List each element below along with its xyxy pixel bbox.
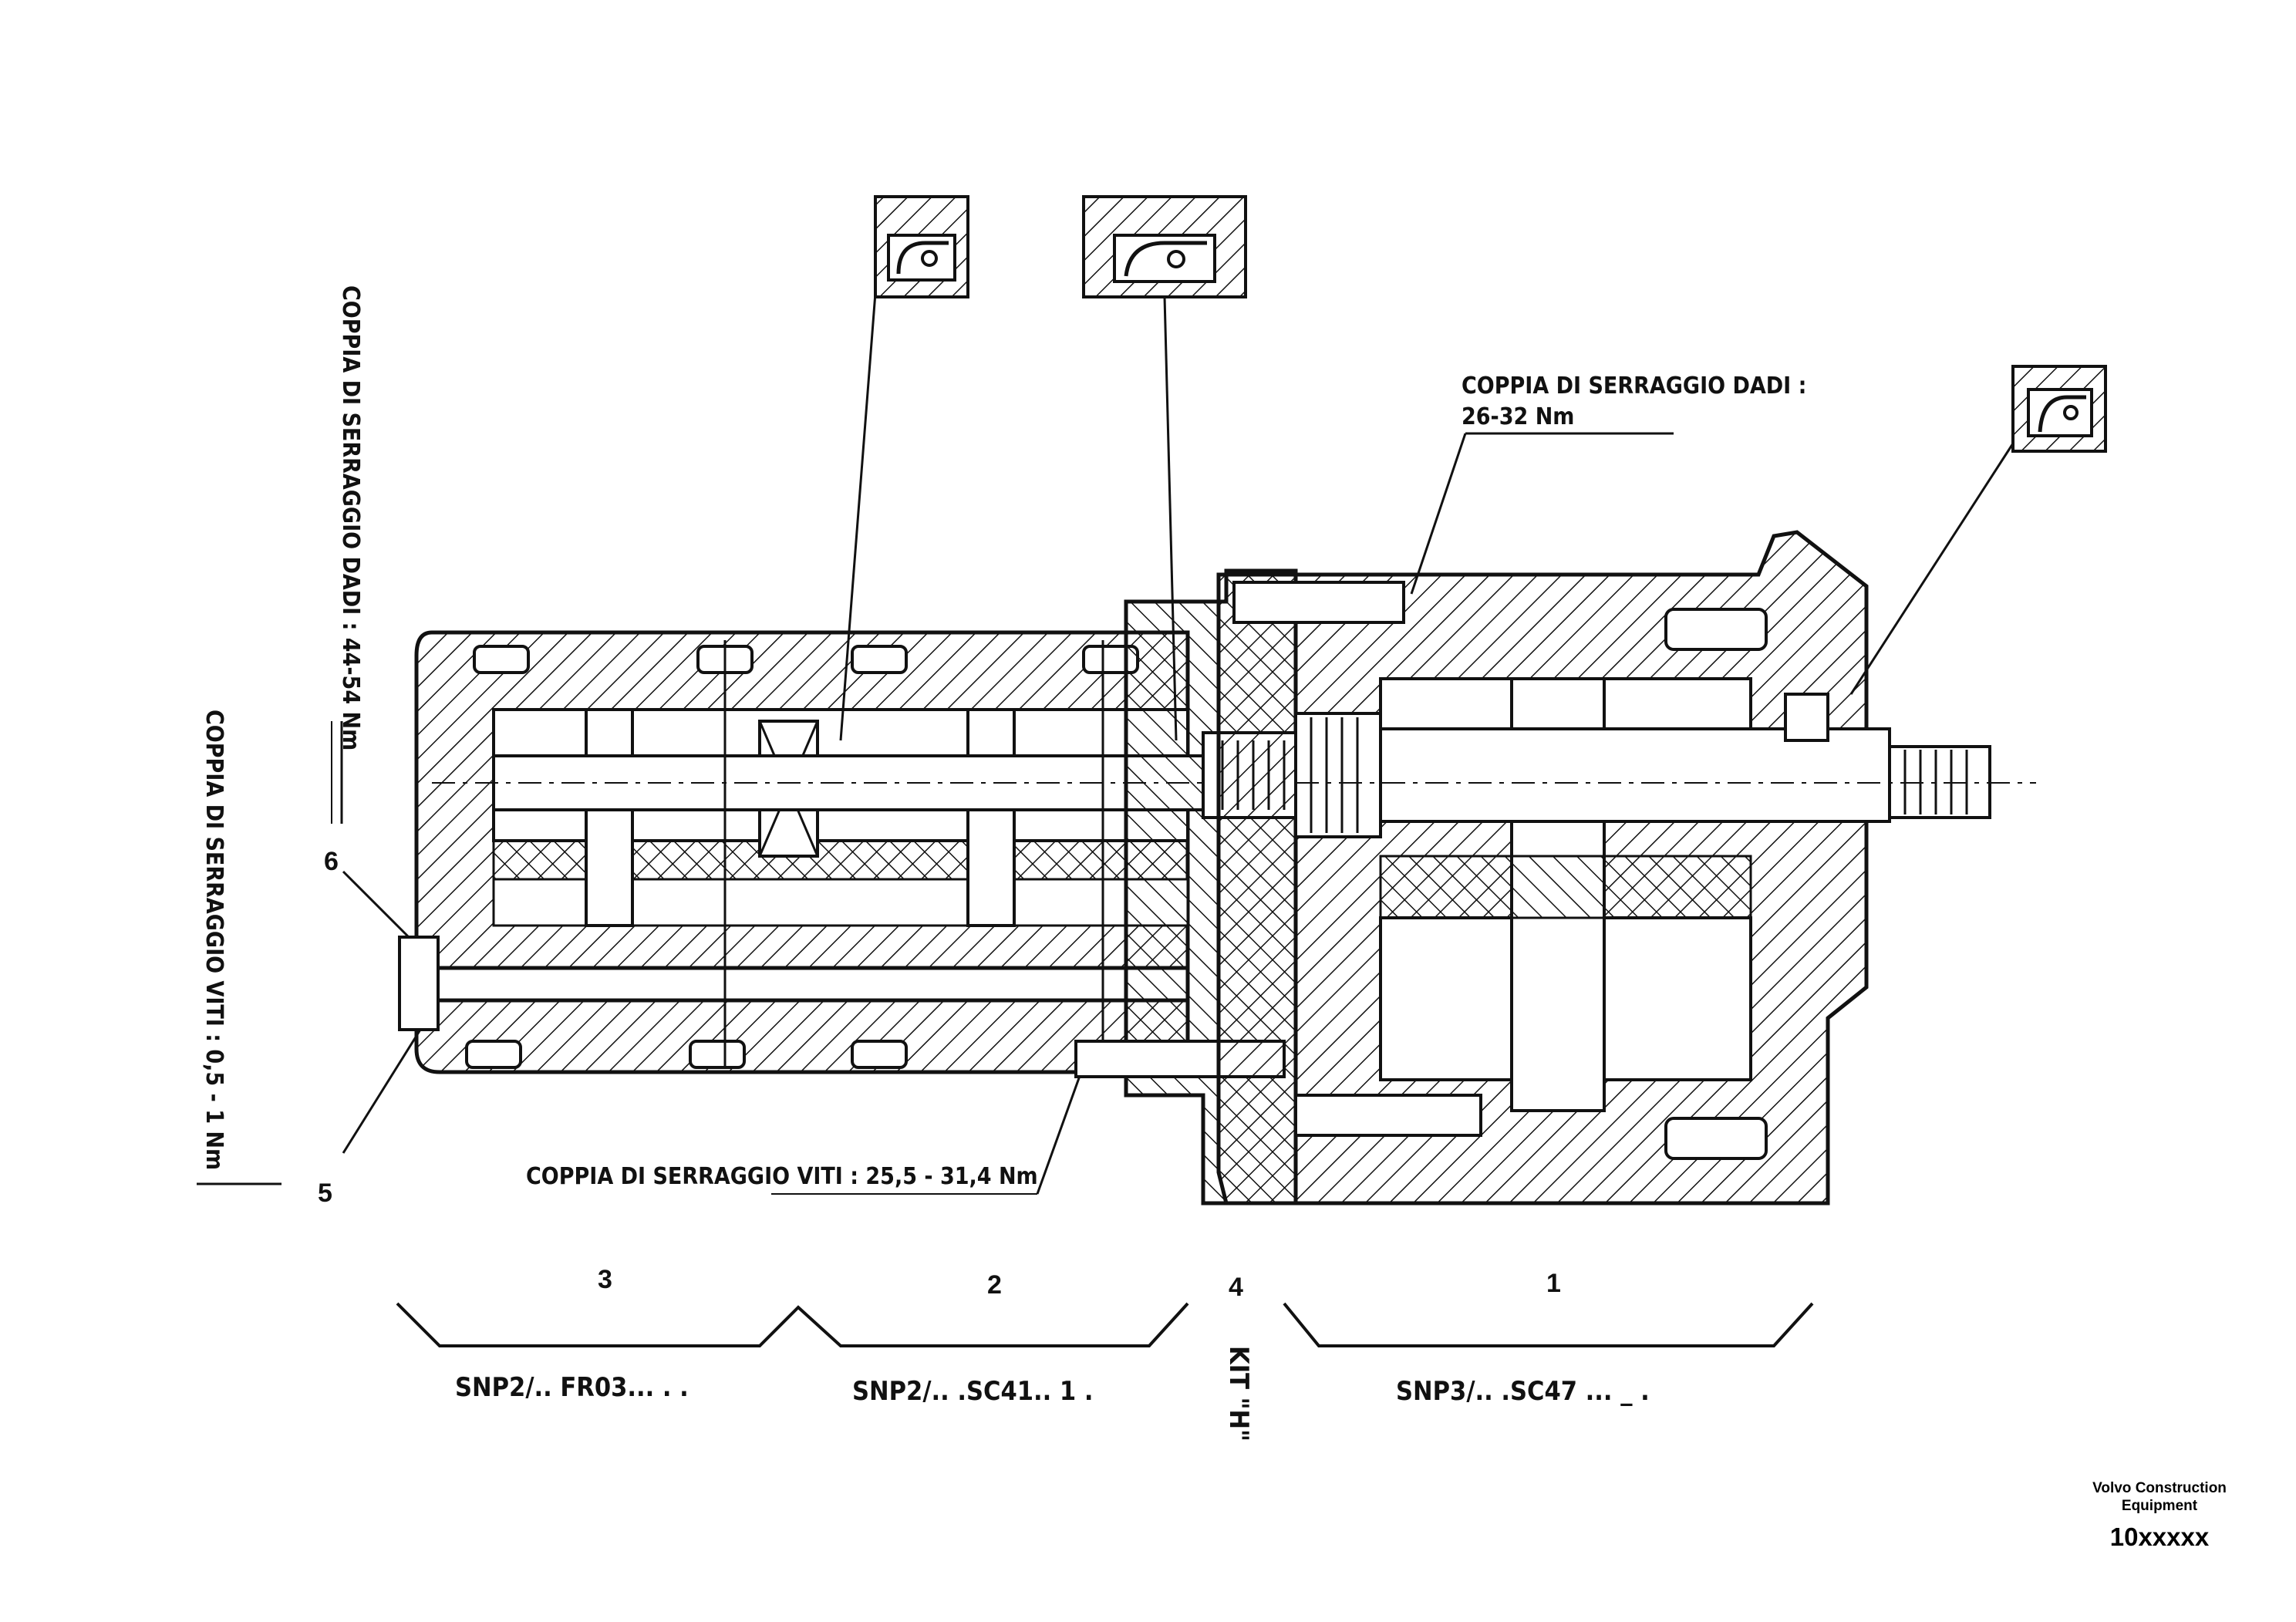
item-number-6: 6 <box>324 847 339 876</box>
left-pump-body <box>398 630 1313 1074</box>
item-number-1: 1 <box>1546 1269 1561 1298</box>
item-number-2: 2 <box>987 1270 1002 1300</box>
seal-detail-inset-2 <box>1082 195 1247 298</box>
torque-note-left-vertical: COPPIA DI SERRAGGIO DADI : 44-54 Nm <box>337 285 364 750</box>
item-number-4: 4 <box>1229 1273 1243 1302</box>
section-label-2: SNP2/.. .SC41.. 1 . <box>852 1376 1093 1407</box>
leader-lines <box>197 292 2014 1195</box>
seal-detail-inset-3 <box>2011 365 2107 453</box>
section-brackets <box>396 1302 1814 1347</box>
section-label-1: SNP3/.. .SC47 ... _ . <box>1396 1376 1650 1407</box>
company-name-line1: Volvo Construction <box>2092 1480 2227 1496</box>
torque-note-bottom: COPPIA DI SERRAGGIO VITI : 25,5 - 31,4 N… <box>526 1163 1038 1190</box>
torque-note-top-line1: COPPIA DI SERRAGGIO DADI : <box>1462 373 1806 400</box>
torque-note-far-left-vertical: COPPIA DI SERRAGGIO VITI : 0,5 - 1 Nm <box>201 710 228 1170</box>
item-number-3: 3 <box>598 1265 612 1294</box>
right-pump-body <box>1216 530 2036 1206</box>
section-label-kit: KIT "H" <box>1223 1346 1254 1442</box>
drawing-code: 10xxxxx <box>2109 1523 2210 1551</box>
company-name-line2: Equipment <box>2121 1498 2198 1514</box>
section-label-3: SNP2/.. FR03... . . <box>455 1372 689 1403</box>
seal-detail-inset-1 <box>874 195 969 298</box>
torque-note-top-line2: 26-32 Nm <box>1462 403 1574 430</box>
item-number-5: 5 <box>318 1179 332 1208</box>
footer-block: Volvo Construction Equipment 10xxxxx <box>2052 1479 2267 1552</box>
